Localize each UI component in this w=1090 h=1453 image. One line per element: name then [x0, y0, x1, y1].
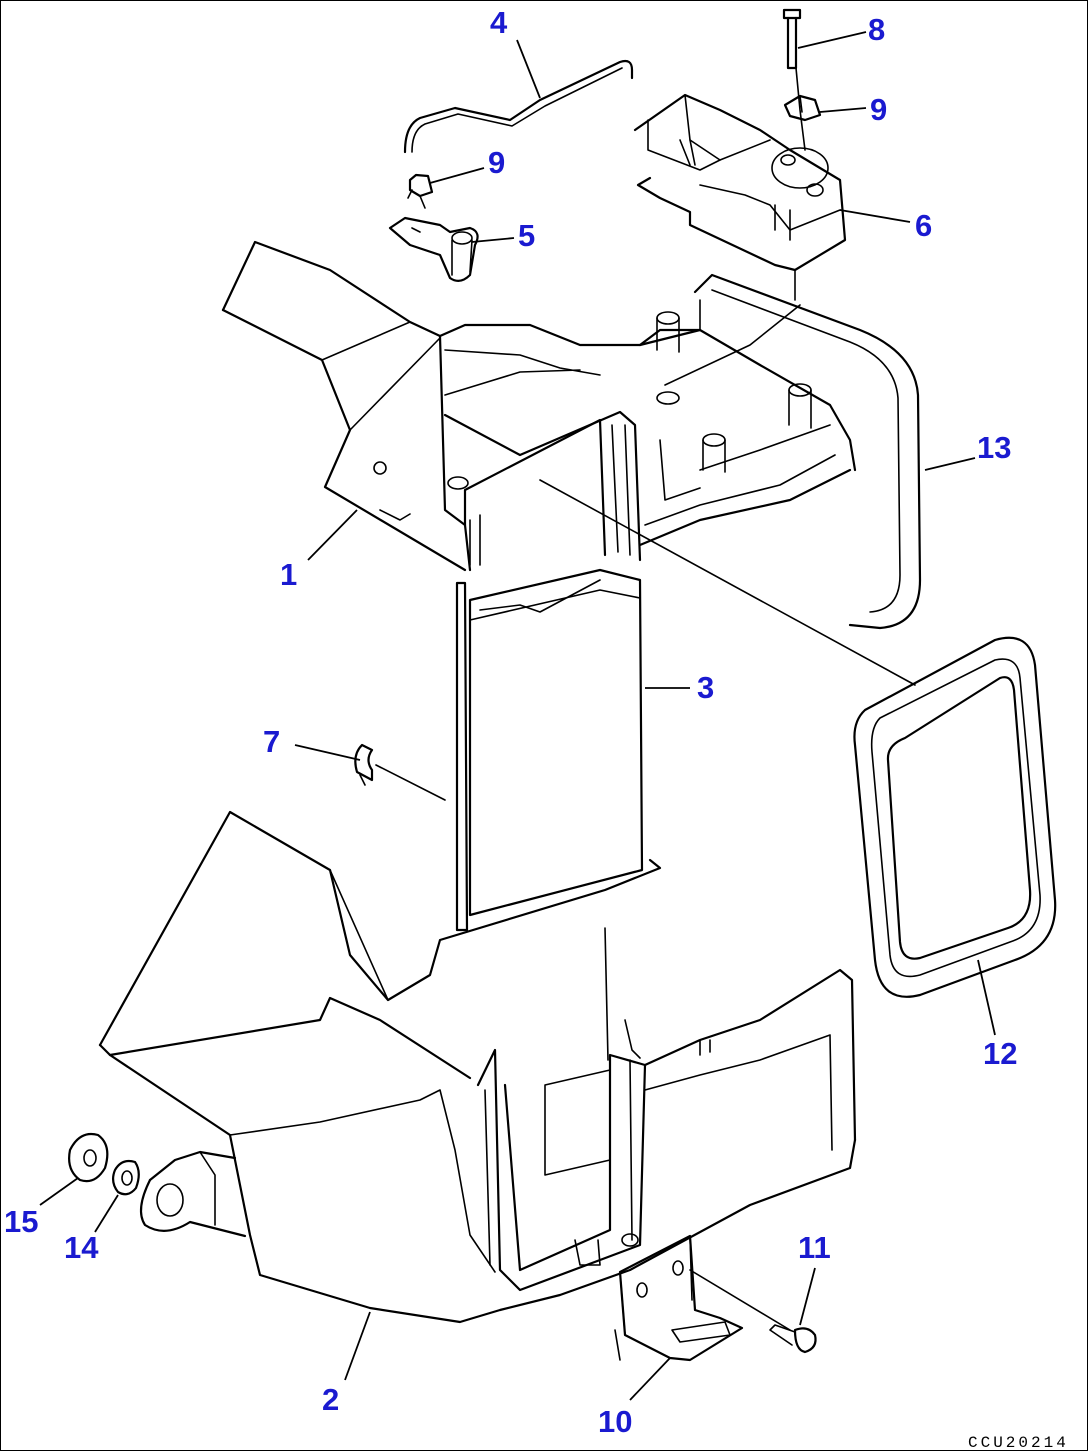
callout-10: 10	[598, 1404, 632, 1439]
drawing-code: CCU20214	[968, 1434, 1069, 1452]
callout-15: 15	[4, 1204, 38, 1239]
part-13-gasket	[693, 273, 922, 630]
callout-6: 6	[915, 208, 932, 243]
part-11-bolt	[769, 1324, 817, 1354]
part-5-lever	[388, 216, 479, 282]
callout-4: 4	[490, 5, 508, 40]
part-6-actuator	[633, 93, 847, 301]
callout-7: 7	[263, 724, 280, 759]
part-9-clip-right	[783, 94, 822, 122]
part-1-upper-case	[221, 240, 857, 572]
part-10-bracket	[618, 1234, 744, 1362]
part-4-rod	[403, 59, 634, 154]
callout-9b: 9	[488, 145, 505, 180]
part-12-gasket	[853, 636, 1057, 998]
part-2-lower-case	[98, 810, 857, 1324]
callout-9a: 9	[870, 92, 887, 127]
part-15-washer	[68, 1132, 109, 1183]
callout-14: 14	[64, 1230, 99, 1265]
callout-12: 12	[983, 1036, 1017, 1071]
callout-3: 3	[697, 670, 714, 705]
part-3-core	[455, 568, 644, 932]
callout-5: 5	[518, 218, 535, 253]
leader-lines	[39, 31, 996, 1401]
part-9-clip-left	[407, 173, 434, 199]
callout-2: 2	[322, 1382, 339, 1417]
callout-8: 8	[868, 12, 885, 47]
callout-labels: 1 2 3 4 5 6 7 8 9 9 10 11 12 13 14 15	[4, 5, 1017, 1439]
callout-1: 1	[280, 557, 297, 592]
assembly-guide-lines	[375, 195, 916, 1361]
callout-13: 13	[977, 430, 1011, 465]
part-7-clip	[354, 743, 374, 786]
part-8-screw	[782, 8, 806, 151]
part-14-spring-washer	[111, 1159, 140, 1196]
callout-11: 11	[798, 1230, 831, 1265]
